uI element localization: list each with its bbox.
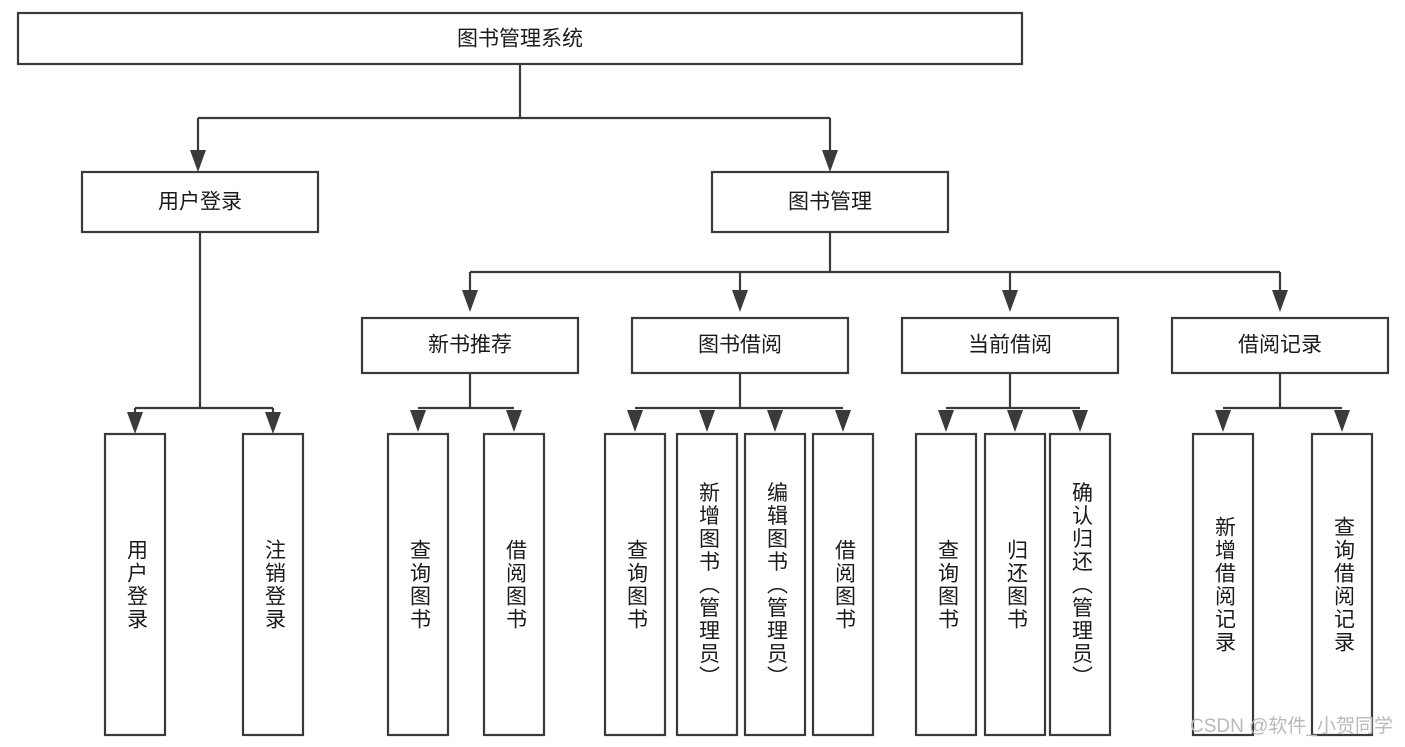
node-new-book-recommend-box[interactable] (360, 316, 580, 375)
node-user-login-label: 用户登录 (158, 191, 242, 214)
leaf-return-book-label: 归还图书 (1004, 539, 1028, 631)
leaf-borrow-book-2-box[interactable] (811, 432, 875, 737)
leaf-borrow-book-1-label: 借阅图书 (503, 539, 527, 631)
node-current-borrow-label: 当前借阅 (968, 334, 1052, 357)
node-book-borrow-box[interactable] (630, 316, 850, 375)
node-root[interactable]: 图书管理系统 (16, 11, 1024, 66)
connector-root-to-tier1 (190, 64, 838, 172)
leaf-add-book-box[interactable] (675, 432, 739, 737)
leaf-return-book-box[interactable] (983, 432, 1047, 737)
leaf-user-login[interactable]: 用户登录 (103, 432, 167, 737)
arrow-to-borrow-record (1272, 290, 1288, 312)
node-book-borrow-label: 图书借阅 (698, 334, 782, 357)
leaf-query-book-3[interactable]: 查询图书 (914, 432, 978, 737)
node-borrow-record-box[interactable] (1170, 316, 1390, 375)
leaf-confirm-return[interactable]: 确认归还（管理员） (1048, 432, 1112, 737)
leaf-add-record-box[interactable] (1191, 432, 1255, 737)
leaf-user-login-box[interactable] (103, 432, 167, 737)
node-book-manage-label: 图书管理 (788, 191, 872, 214)
node-user-login[interactable]: 用户登录 (80, 170, 320, 234)
arrow-to-leaf-user-logout (265, 412, 281, 434)
leaf-query-book-1-box[interactable] (386, 432, 450, 737)
connector-book-manage-to-tier2 (462, 232, 1288, 312)
connector-borrow-record-to-leaves (1215, 373, 1350, 432)
leaf-query-book-2-label: 查询图书 (624, 539, 648, 631)
node-new-book-recommend[interactable]: 新书推荐 (360, 316, 580, 375)
node-book-manage[interactable]: 图书管理 (710, 170, 950, 234)
leaf-add-record-label: 新增借阅记录 (1212, 516, 1236, 654)
leaf-query-book-1[interactable]: 查询图书 (386, 432, 450, 737)
arrow-to-leaf-query-book-3 (938, 410, 954, 432)
arrow-to-leaf-add-book (699, 410, 715, 432)
arrow-to-new-book-recommend (462, 290, 478, 312)
leaf-add-book[interactable]: 新增图书（管理员） (675, 432, 739, 737)
arrow-to-book-borrow (732, 290, 748, 312)
arrow-to-leaf-edit-book (767, 410, 783, 432)
connector-user-login-to-leaves (127, 232, 281, 434)
leaf-user-logout-box[interactable] (241, 432, 305, 737)
connector-current-borrow-to-leaves (938, 373, 1088, 432)
node-book-borrow[interactable]: 图书借阅 (630, 316, 850, 375)
leaf-add-book-label: 新增图书（管理员） (696, 482, 720, 689)
arrow-to-leaf-query-book-2 (627, 410, 643, 432)
leaf-confirm-return-box[interactable] (1048, 432, 1112, 737)
connector-book-borrow-to-leaves (627, 373, 851, 432)
arrow-to-leaf-user-login (127, 412, 143, 434)
node-current-borrow-box[interactable] (900, 316, 1120, 375)
leaf-query-book-2[interactable]: 查询图书 (603, 432, 667, 737)
leaf-query-book-1-label: 查询图书 (407, 539, 431, 631)
arrow-to-current-borrow (1002, 290, 1018, 312)
arrow-to-leaf-query-book-1 (410, 410, 426, 432)
leaf-query-book-3-box[interactable] (914, 432, 978, 737)
csdn-watermark: CSDN @软件_小贺同学 (1190, 715, 1393, 737)
leaf-return-book[interactable]: 归还图书 (983, 432, 1047, 737)
node-root-box[interactable] (16, 11, 1024, 66)
arrow-to-leaf-borrow-book-2 (835, 410, 851, 432)
leaf-edit-book-label: 编辑图书（管理员） (764, 482, 788, 689)
leaf-borrow-book-2-label: 借阅图书 (832, 539, 856, 631)
leaf-user-login-label: 用户登录 (124, 539, 148, 631)
arrow-to-leaf-query-record (1334, 410, 1350, 432)
leaf-edit-book[interactable]: 编辑图书（管理员） (743, 432, 807, 737)
arrow-to-leaf-borrow-book-1 (506, 410, 522, 432)
leaf-confirm-return-label: 确认归还（管理员） (1069, 482, 1093, 689)
arrow-to-leaf-return-book (1007, 410, 1023, 432)
arrow-to-user-login (190, 150, 206, 172)
arrow-to-leaf-confirm-return (1072, 410, 1088, 432)
leaf-user-logout-label: 注销登录 (262, 539, 286, 631)
leaf-query-record-box[interactable] (1310, 432, 1374, 737)
node-root-label: 图书管理系统 (457, 28, 583, 51)
leaf-edit-book-box[interactable] (743, 432, 807, 737)
leaf-add-record[interactable]: 新增借阅记录 (1191, 432, 1255, 737)
leaf-user-logout[interactable]: 注销登录 (241, 432, 305, 737)
node-borrow-record-label: 借阅记录 (1238, 334, 1322, 357)
arrow-to-book-manage (822, 150, 838, 172)
node-borrow-record[interactable]: 借阅记录 (1170, 316, 1390, 375)
leaf-query-book-3-label: 查询图书 (935, 539, 959, 631)
arrow-to-leaf-add-record (1215, 410, 1231, 432)
leaf-query-record-label: 查询借阅记录 (1331, 516, 1355, 654)
node-new-book-recommend-label: 新书推荐 (428, 334, 512, 357)
leaf-borrow-book-1-box[interactable] (482, 432, 546, 737)
leaf-borrow-book-1[interactable]: 借阅图书 (482, 432, 546, 737)
leaf-query-record[interactable]: 查询借阅记录 (1310, 432, 1374, 737)
node-current-borrow[interactable]: 当前借阅 (900, 316, 1120, 375)
leaf-borrow-book-2[interactable]: 借阅图书 (811, 432, 875, 737)
connector-new-book-to-leaves (410, 373, 522, 432)
node-book-manage-box[interactable] (710, 170, 950, 234)
leaf-query-book-2-box[interactable] (603, 432, 667, 737)
